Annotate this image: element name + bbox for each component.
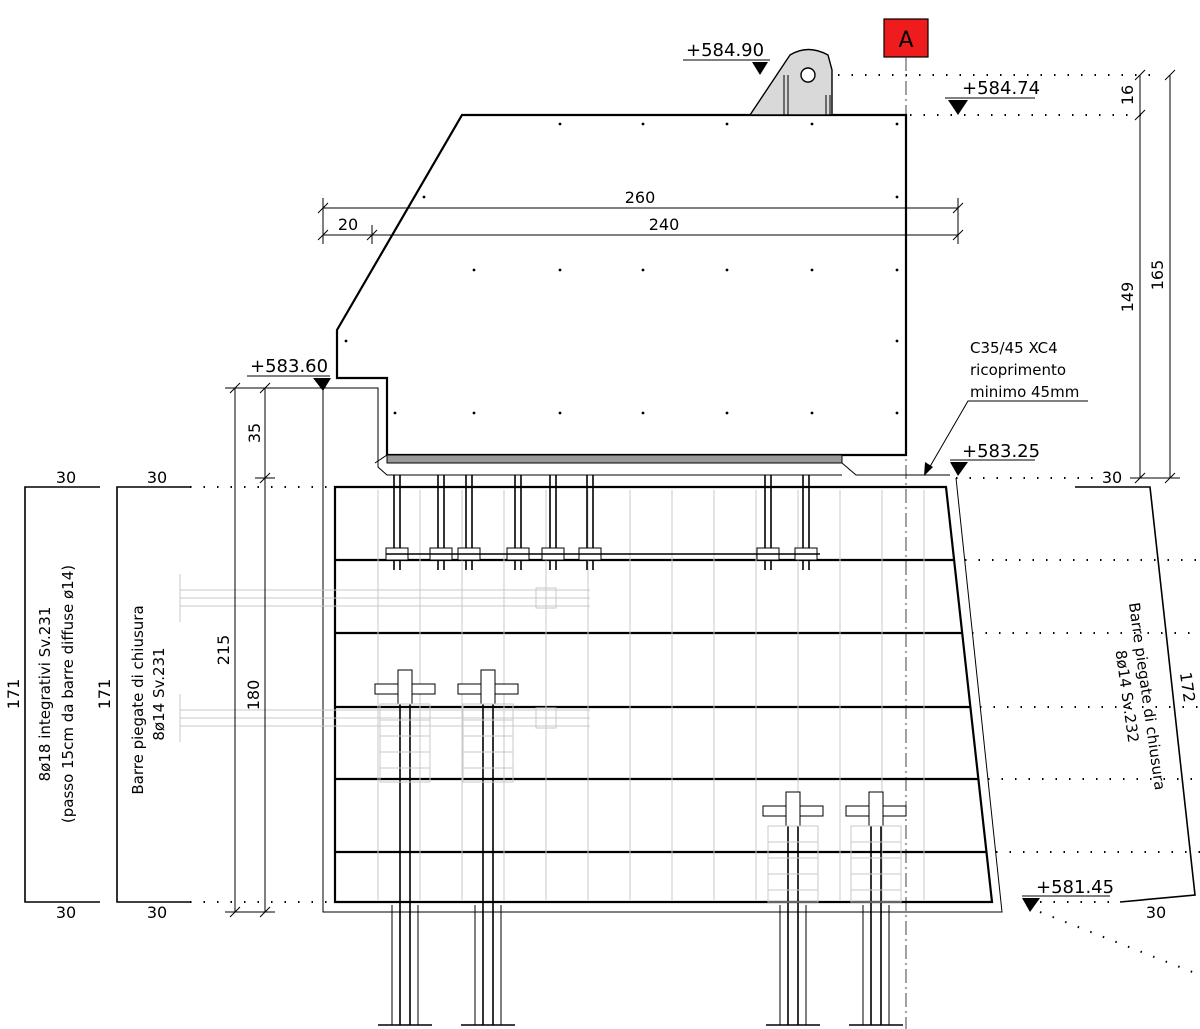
dim-30-top-left-inner: 30 xyxy=(147,468,167,487)
bar-note-left-inner: Barre piegate di chiusura 8ø14 Sv.231 xyxy=(129,605,168,794)
concrete-note: C35/45 XC4 ricoprimento minimo 45mm xyxy=(924,339,1088,476)
dimension-texts: 260 240 20 16 149 165 35 215 180 171 171… xyxy=(4,85,1199,922)
elevation-top-lug: +584.90 xyxy=(683,40,770,75)
abutment-outer-line xyxy=(322,388,1003,913)
pile-right-2 xyxy=(845,791,907,1026)
anchor-bolts-top xyxy=(385,475,820,570)
concrete-note-line2: ricoprimento xyxy=(970,361,1066,379)
dim-20: 20 xyxy=(338,215,358,234)
anchor-bolt xyxy=(541,475,565,570)
dim-30-top-right: 30 xyxy=(1102,468,1122,487)
lifting-lug-plate xyxy=(748,48,833,116)
lifting-lug-hole xyxy=(800,67,816,83)
elevation-right-seat-label: +583.25 xyxy=(962,441,1040,462)
elevation-right-seat: +583.25 xyxy=(950,441,1040,476)
dim-30-bottom-left-inner: 30 xyxy=(147,903,167,922)
dim-30-bottom-left-outer: 30 xyxy=(56,903,76,922)
concrete-note-line3: minimo 45mm xyxy=(970,383,1079,401)
elevation-foundation-right: +581.45 xyxy=(1022,877,1114,912)
elevation-top-lug-label: +584.90 xyxy=(686,40,764,61)
pile-right-1 xyxy=(762,791,824,1026)
dotted-reference-lines xyxy=(190,74,1200,976)
elevation-markers: +584.90 +584.74 +583.60 +583.25 +581.45 xyxy=(247,40,1114,912)
seat-recess-line xyxy=(323,387,842,476)
block-grid-dots xyxy=(344,122,899,415)
dim-260: 260 xyxy=(625,188,656,207)
anchor-bolt xyxy=(457,475,481,570)
dim-180: 180 xyxy=(244,680,263,711)
dim-171-inner: 171 xyxy=(95,679,114,710)
ghost-transverse-bars xyxy=(179,570,590,748)
dimension-lines xyxy=(225,69,1180,918)
dim-165: 165 xyxy=(1148,260,1167,291)
bar-note-left-outer-line1: 8ø18 integrativi Sv.231 xyxy=(36,607,54,782)
bearing-seat-edge xyxy=(374,454,950,476)
bar-note-left-outer: 8ø18 integrativi Sv.231 (passo 15cm da b… xyxy=(36,565,77,823)
bar-note-right: Barre piegate di chiusura 8ø14 Sv.232 xyxy=(1112,601,1169,791)
dim-35: 35 xyxy=(245,423,264,443)
pile-left-2 xyxy=(457,669,519,1026)
bearing-plate xyxy=(386,454,843,464)
dim-30-top-left-outer: 30 xyxy=(56,468,76,487)
dim-16: 16 xyxy=(1118,85,1137,105)
piles xyxy=(374,669,907,1026)
abutment-outline xyxy=(333,485,994,904)
bar-shape-left-inner xyxy=(116,486,190,903)
elevation-left-seat: +583.60 xyxy=(247,356,331,391)
bar-shape-right xyxy=(1075,486,1196,903)
anchor-bolt xyxy=(385,475,409,570)
section-marker-box xyxy=(883,18,929,58)
abutment-body xyxy=(179,388,1003,913)
dim-240: 240 xyxy=(649,215,680,234)
dim-215: 215 xyxy=(214,635,233,666)
bar-note-left-inner-line2: 8ø14 Sv.231 xyxy=(150,647,168,740)
anchor-bolt xyxy=(578,475,602,570)
section-marker-label: A xyxy=(898,28,913,53)
elevation-foundation-right-label: +581.45 xyxy=(1036,877,1114,898)
bearing-block-outline xyxy=(335,113,908,457)
dim-172: 172 xyxy=(1176,671,1199,704)
bar-note-left-inner-line1: Barre piegate di chiusura xyxy=(129,605,147,794)
dim-30-bottom-right: 30 xyxy=(1146,903,1166,922)
concrete-note-line1: C35/45 XC4 xyxy=(970,339,1058,357)
elevation-left-seat-label: +583.60 xyxy=(250,356,328,377)
elevation-top-block-label: +584.74 xyxy=(962,78,1040,99)
lifting-lug xyxy=(748,48,833,116)
dim-149: 149 xyxy=(1118,282,1137,313)
anchor-bolt xyxy=(756,475,780,570)
dim-171-outer: 171 xyxy=(4,679,23,710)
bar-shape-left-outer xyxy=(24,486,100,903)
anchor-bolt xyxy=(506,475,530,570)
concrete-note-leader xyxy=(927,400,1088,471)
elevation-top-block: +584.74 xyxy=(945,78,1040,115)
bearing-block xyxy=(323,48,950,476)
anchor-bolt xyxy=(429,475,453,570)
bar-note-left-outer-line2: (passo 15cm da barre diffuse ø14) xyxy=(59,565,77,823)
pile-left-1 xyxy=(374,669,436,1026)
